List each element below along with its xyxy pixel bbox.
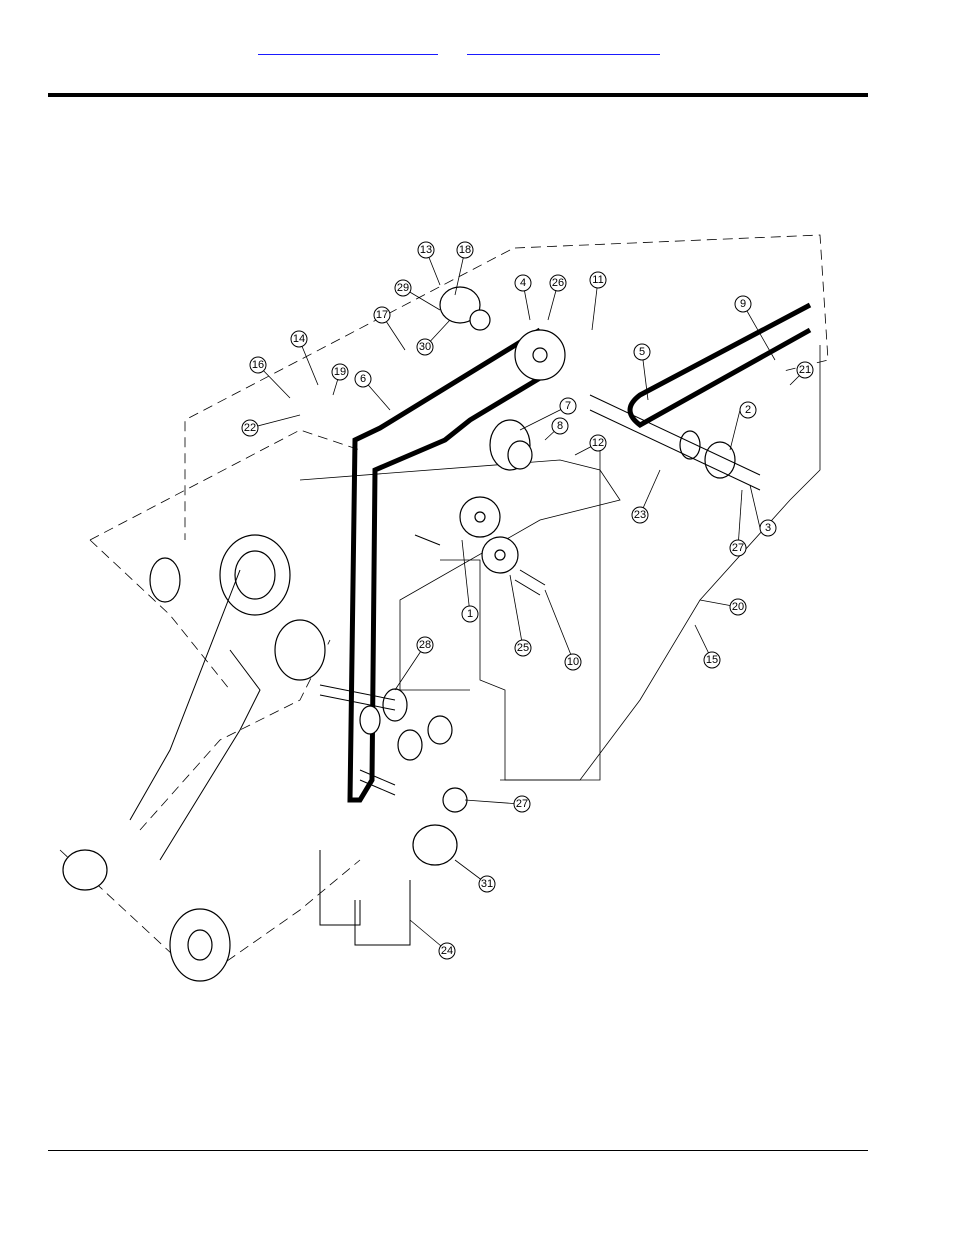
- callout-1: 1: [461, 605, 479, 623]
- callout-14: 14: [290, 330, 308, 348]
- shafts: [129, 394, 761, 946]
- callout-31: 31: [478, 875, 496, 893]
- callout-8: 8: [551, 417, 569, 435]
- callout-13: 13: [417, 241, 435, 259]
- callout-28: 28: [416, 636, 434, 654]
- callout-label: 9: [740, 298, 746, 310]
- callout-10: 10: [564, 653, 582, 671]
- callout-label: 5: [639, 346, 645, 358]
- callout-11: 11: [589, 271, 607, 289]
- callout-label: 29: [397, 282, 409, 294]
- header-link-2[interactable]: [467, 40, 660, 55]
- callout-27-upper: 27: [729, 539, 747, 557]
- callout-label: 4: [520, 277, 526, 289]
- callout-label: 26: [552, 277, 564, 289]
- right-chain: [627, 302, 812, 428]
- callout-24: 24: [438, 942, 456, 960]
- header-link-1[interactable]: [258, 40, 438, 55]
- callout-6: 6: [354, 370, 372, 388]
- callout-label: 24: [441, 945, 453, 957]
- sprockets: [62, 329, 566, 982]
- callout-25: 25: [514, 639, 532, 657]
- callout-18: 18: [456, 241, 474, 259]
- callout-23: 23: [631, 506, 649, 524]
- callout-30: 30: [416, 338, 434, 356]
- callout-20: 20: [729, 598, 747, 616]
- top-rule: [48, 93, 868, 97]
- callout-label: 22: [244, 422, 256, 434]
- callout-26: 26: [549, 274, 567, 292]
- callout-label: 12: [592, 437, 604, 449]
- callout-label: 13: [420, 244, 432, 256]
- callout-label: 8: [557, 420, 563, 432]
- callout-label: 17: [376, 309, 388, 321]
- callout-label: 11: [592, 274, 603, 286]
- callout-label: 27: [732, 542, 744, 554]
- callout-label: 28: [419, 639, 431, 651]
- callout-7: 7: [559, 397, 577, 415]
- callout-19: 19: [331, 363, 349, 381]
- callout-12: 12: [589, 434, 607, 452]
- callout-5: 5: [633, 343, 651, 361]
- bottom-rule: [48, 1150, 868, 1151]
- frame-outline: [59, 234, 829, 981]
- callout-label: 27: [516, 798, 528, 810]
- callout-label: 1: [467, 608, 473, 620]
- callout-label: 2: [745, 404, 751, 416]
- callout-label: 20: [732, 601, 744, 613]
- callout-label: 23: [634, 509, 646, 521]
- callout-label: 16: [252, 359, 264, 371]
- callout-22: 22: [241, 419, 259, 437]
- drive-chain: [347, 327, 542, 803]
- callout-15: 15: [703, 651, 721, 669]
- callout-27-lower: 27: [513, 795, 531, 813]
- callout-3: 3: [759, 519, 777, 537]
- callout-9: 9: [734, 295, 752, 313]
- callout-16: 16: [249, 356, 267, 374]
- callout-29: 29: [394, 279, 412, 297]
- callout-label: 21: [799, 364, 811, 376]
- callout-label: 30: [419, 341, 431, 353]
- callout-label: 6: [360, 373, 366, 385]
- callout-4: 4: [514, 274, 532, 292]
- callout-label: 15: [706, 654, 718, 666]
- callout-label: 10: [567, 656, 579, 668]
- callout-17: 17: [373, 306, 391, 324]
- callout-label: 3: [765, 522, 771, 534]
- callout-2: 2: [739, 401, 757, 419]
- callout-21: 21: [796, 361, 814, 379]
- idlers: [359, 286, 736, 866]
- callout-label: 31: [481, 878, 493, 890]
- callout-label: 25: [517, 642, 529, 654]
- callout-label: 7: [565, 400, 571, 412]
- callout-label: 19: [334, 366, 346, 378]
- callout-label: 14: [293, 333, 305, 345]
- callout-label: 18: [459, 244, 471, 256]
